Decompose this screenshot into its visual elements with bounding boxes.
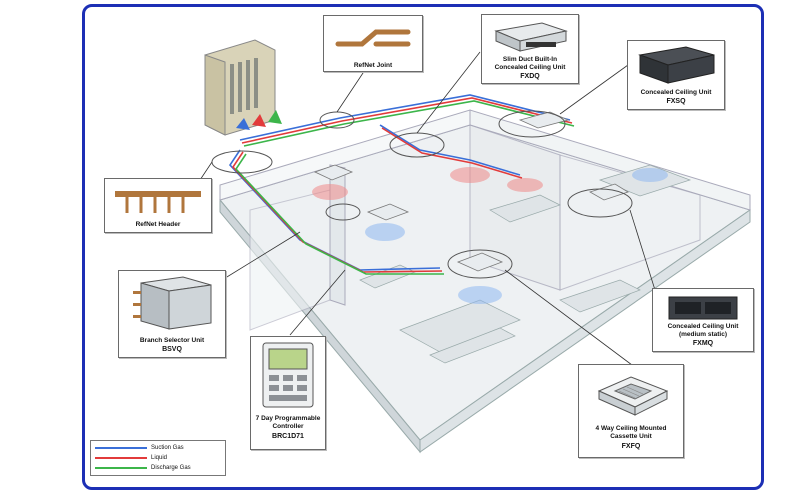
controller-device-icon xyxy=(262,342,314,408)
cassette-line1: 4 Way Ceiling Mounted xyxy=(595,425,667,432)
controller-line2: Controller xyxy=(272,423,304,430)
concealed-fxsq-line1: Concealed Ceiling Unit xyxy=(640,89,712,96)
legend-swatch-suction xyxy=(95,447,147,449)
controller-code: BRC1D71 xyxy=(272,433,304,440)
partition-d xyxy=(249,189,331,331)
slim-duct-code: FXDQ xyxy=(520,73,540,80)
legend-swatch-liquid xyxy=(95,457,147,459)
branch-selector-line1: Branch Selector Unit xyxy=(139,337,205,344)
legend-label-suction: Suction Gas xyxy=(151,445,184,451)
branch-selector-unit-icon xyxy=(133,276,212,330)
piping xyxy=(228,94,575,275)
leader-lines xyxy=(199,51,656,366)
slim-duct-unit-icon xyxy=(494,22,568,52)
legend-item-suction: Suction Gas xyxy=(95,444,223,452)
concealed-fxsq-callout: Concealed Ceiling Unit FXSQ xyxy=(627,40,725,110)
slim-duct-callout: Slim Duct Built-In Concealed Ceiling Uni… xyxy=(481,14,579,84)
ceiling-units xyxy=(313,111,629,272)
concealed-fxsq-code: FXSQ xyxy=(666,98,686,105)
refnet-header-callout: RefNet Header xyxy=(104,178,212,233)
concealed-fxmq-line2: (medium static) xyxy=(678,331,728,338)
pipe-legend: Suction Gas Liquid Discharge Gas xyxy=(90,440,226,476)
cassette-callout: 4 Way Ceiling Mounted Cassette Unit FXFQ xyxy=(578,364,684,458)
air-plumes xyxy=(312,167,668,304)
concealed-fxmq-callout: Concealed Ceiling Unit (medium static) F… xyxy=(652,288,754,352)
refnet-joint-label: RefNet Joint xyxy=(353,62,393,69)
branch-selector-code: BSVQ xyxy=(162,346,182,353)
legend-item-discharge: Discharge Gas xyxy=(95,464,223,472)
concealed-fxmq-unit-icon xyxy=(668,296,738,320)
cassette-line2: Cassette Unit xyxy=(610,433,652,440)
cassette-unit-icon xyxy=(597,376,669,416)
refnet-joint-callout: RefNet Joint xyxy=(323,15,423,72)
legend-swatch-discharge xyxy=(95,467,147,469)
legend-label-liquid: Liquid xyxy=(151,455,168,461)
concealed-fxmq-line1: Concealed Ceiling Unit xyxy=(667,323,739,330)
refnet-header-icon xyxy=(115,191,201,213)
slim-duct-line2: Concealed Ceiling Unit xyxy=(494,64,566,71)
legend-label-discharge: Discharge Gas xyxy=(151,465,191,471)
legend-item-liquid: Liquid xyxy=(95,454,223,462)
controller-line1: 7 Day Programmable xyxy=(255,415,321,422)
concealed-fxsq-unit-icon xyxy=(638,46,715,84)
cassette-code: FXFQ xyxy=(621,443,641,450)
branch-selector-callout: Branch Selector Unit BSVQ xyxy=(118,270,226,358)
concealed-fxmq-code: FXMQ xyxy=(692,340,714,347)
refnet-joint-icon xyxy=(335,29,411,47)
floor-edge-right xyxy=(419,209,751,453)
controller-callout: 7 Day Programmable Controller BRC1D71 xyxy=(250,336,326,450)
outdoor-unit xyxy=(204,39,282,136)
refnet-header-label: RefNet Header xyxy=(135,221,181,228)
slim-duct-line1: Slim Duct Built-In xyxy=(502,56,558,63)
